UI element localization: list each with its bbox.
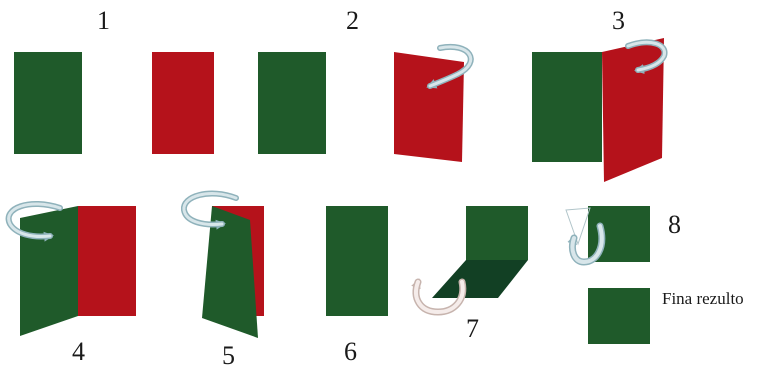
flag-white-stripe	[82, 52, 152, 154]
step-4-number: 4	[72, 339, 85, 365]
step-1-flag	[14, 52, 214, 154]
fold-outline-icon	[566, 208, 590, 244]
step-7-number: 7	[466, 316, 479, 342]
final-result-caption: Fina rezulto	[662, 290, 744, 307]
folding-green-bottom	[432, 260, 528, 298]
final-result	[588, 288, 650, 344]
step-3-number: 3	[612, 8, 625, 34]
step-1-number: 1	[97, 8, 110, 34]
red-panel	[78, 206, 136, 316]
step-8-fold-under	[566, 206, 650, 262]
step-3-fold-over	[532, 38, 665, 182]
step-6-number: 6	[344, 339, 357, 365]
final-green-square	[588, 288, 650, 344]
step-7-fold-bottom	[416, 206, 528, 312]
step-5-fold	[184, 194, 264, 338]
folding-red-panel	[394, 52, 464, 162]
step-4-fold-green	[9, 204, 136, 336]
step-6-rectangle	[326, 206, 388, 316]
folding-green-panel	[20, 206, 78, 336]
folding-red-panel	[602, 38, 664, 182]
step-5-number: 5	[222, 343, 235, 369]
flag-green-stripe	[258, 52, 326, 154]
step-2-fold-red	[258, 47, 471, 162]
flag-green-stripe	[14, 52, 82, 154]
step-2-number: 2	[346, 8, 359, 34]
flag-green-stripe	[532, 52, 602, 162]
green-rectangle	[326, 206, 388, 316]
green-top-half	[466, 206, 528, 260]
flag-red-stripe	[152, 52, 214, 154]
step-8-number: 8	[668, 212, 681, 238]
flag-white-stripe	[326, 52, 394, 154]
